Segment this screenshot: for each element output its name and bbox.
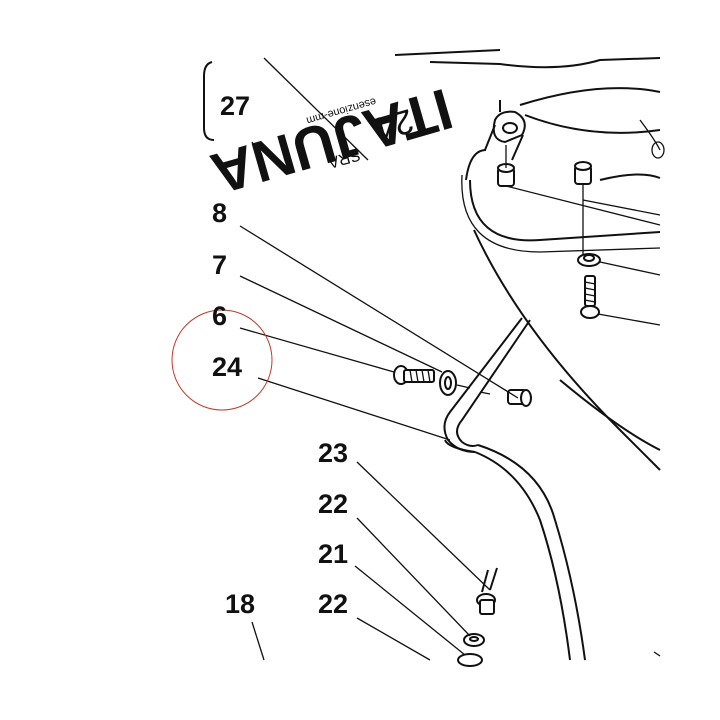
callout-18: 18 (225, 589, 255, 619)
washer-part-22 (463, 633, 485, 647)
screw-part-6 (393, 365, 435, 385)
callout-27: 27 (220, 91, 250, 121)
rivet-part-23 (476, 567, 498, 615)
callout-21: 21 (318, 539, 348, 569)
callout-23: 23 (318, 438, 348, 468)
nut-part-21 (457, 653, 483, 667)
callout-24: 24 (212, 352, 242, 382)
washer-part-7 (439, 370, 457, 396)
callout-6: 6 (212, 301, 227, 331)
highlight-circle (171, 309, 273, 411)
assembly-lines (456, 145, 661, 395)
leader-lines (239, 57, 519, 661)
callout-8: 8 (212, 198, 227, 228)
callout-labels: 27 8 7 6 24 23 22 21 22 18 (212, 91, 348, 619)
screw-top (580, 275, 600, 319)
callout-22-lower: 22 (318, 589, 348, 619)
washer-top (577, 253, 601, 267)
callout-22-upper: 22 (318, 489, 348, 519)
edge-mark (653, 651, 661, 657)
fastener-top-2 (574, 161, 592, 185)
bushing-part-8 (507, 389, 532, 407)
callout-7: 7 (212, 250, 227, 280)
fairing-outline (203, 49, 665, 661)
